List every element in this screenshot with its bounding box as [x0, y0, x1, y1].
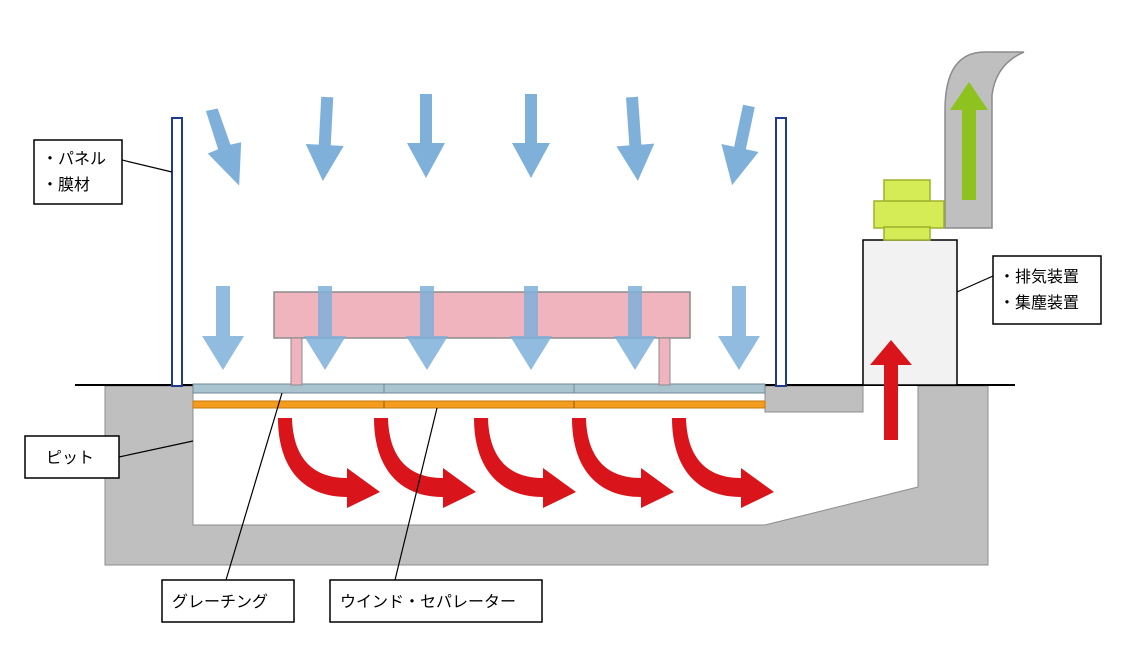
- downflow-arrow: [406, 286, 448, 370]
- panel-left: [171, 117, 183, 387]
- pit-flow-arrow: [572, 418, 674, 508]
- fan-bottom: [883, 226, 931, 241]
- label-box-separator: [329, 579, 543, 623]
- pit-flow-arrow: [278, 418, 380, 508]
- leader-grating: [225, 392, 283, 581]
- downflow-arrow: [512, 94, 550, 178]
- label-exhaust-1: ・排気装置: [999, 267, 1079, 286]
- table-top: [273, 291, 691, 339]
- pit-flow-arrow: [474, 418, 576, 508]
- pit-flow-arrows: [278, 418, 774, 508]
- label-grating: グレーチング: [172, 592, 268, 611]
- exhaust-up-arrow: [870, 340, 912, 440]
- leader-separator: [394, 407, 438, 581]
- pit-structure: [104, 385, 989, 566]
- label-box-pit: [24, 435, 120, 479]
- label-box-panel: [33, 139, 123, 205]
- table-leg-right: [658, 337, 671, 386]
- label-exhaust-2: ・集塵装置: [999, 293, 1079, 312]
- label-panel-1: ・パネル: [42, 149, 106, 168]
- table-leg-left: [290, 337, 303, 386]
- downflow-arrow: [718, 286, 760, 370]
- wind-separator: [192, 400, 766, 409]
- label-box-grating: [161, 579, 295, 623]
- grating: [192, 383, 766, 394]
- pit-flow-arrow: [374, 418, 476, 508]
- panel-right: [775, 117, 787, 387]
- downflow-arrow: [305, 96, 344, 181]
- leader-pit: [118, 440, 194, 458]
- downflow-arrow: [202, 286, 244, 370]
- pit-flow-arrow: [672, 418, 774, 508]
- label-pit: ピット: [46, 448, 94, 467]
- downflow-arrow: [205, 108, 242, 186]
- downflow-arrow: [407, 94, 445, 178]
- downflow-arrow: [614, 286, 656, 370]
- downflow-arrows-upper: [205, 94, 759, 186]
- fan-top: [883, 179, 931, 203]
- downflow-arrow: [616, 96, 655, 181]
- leader-exhaust: [956, 275, 994, 293]
- downflow-arrow: [304, 286, 346, 370]
- pit-ledge: [764, 385, 864, 413]
- label-panel-2: ・膜材: [42, 175, 90, 194]
- leader-panel: [121, 159, 173, 173]
- label-box-exhaust: [992, 255, 1102, 325]
- fan-body: [873, 200, 945, 229]
- downflow-arrow: [721, 104, 759, 186]
- downflow-arrow: [510, 286, 552, 370]
- outlet-up-arrow: [950, 82, 988, 200]
- label-separator: ウインド・セパレーター: [340, 592, 516, 611]
- exhaust-duct: [944, 51, 1025, 229]
- downflow-arrows-lower: [202, 286, 760, 370]
